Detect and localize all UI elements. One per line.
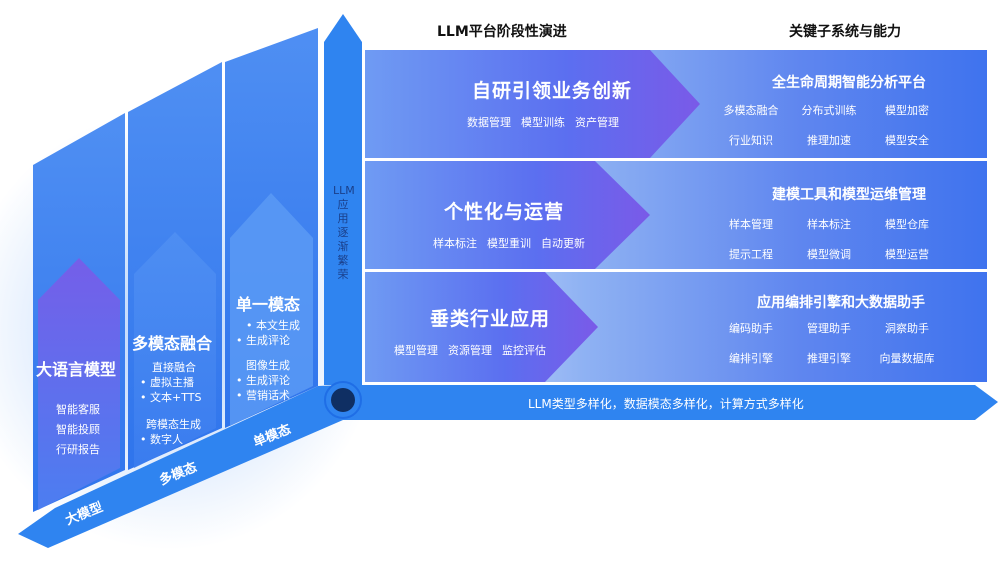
system-item: 洞察助手 [885,322,929,335]
system-title-3: 应用编排引擎和大数据助手 [757,295,925,311]
horizontal-axis-label: LLM类型多样化，数据模态多样化，计算方式多样化 [528,397,804,411]
system-item: 样本标注 [807,218,851,231]
band-subs-2: 样本标注模型重训自动更新 [433,232,595,251]
header-evolution: LLM平台阶段性演进 [437,24,567,40]
system-item: 分布式训练 [801,104,857,117]
system-item: 编排引擎 [729,352,773,365]
column-item: 智能客服 [56,403,100,416]
column-item: • 营销话术 [236,389,290,402]
system-grid-1: 多模态融合 分布式训练 模型加密 行业知识 推理加速 模型安全 [712,102,946,148]
band-sub: 模型训练 [521,116,565,129]
system-grid-3: 编码助手 管理助手 洞察助手 编排引擎 推理引擎 向量数据库 [712,320,946,366]
band-sub: 资产管理 [575,116,619,129]
system-item: 向量数据库 [879,352,935,365]
system-item: 模型加密 [885,104,929,117]
band-sub: 资源管理 [448,344,492,357]
band-subs-3: 模型管理资源管理监控评估 [394,339,556,358]
system-item: 提示工程 [729,248,773,261]
band-sub: 模型管理 [394,344,438,357]
system-item: 行业知识 [729,134,773,147]
column-title-2: 多模态融合 [132,334,213,353]
band-sub: 自动更新 [541,237,585,250]
system-item: 推理加速 [807,134,851,147]
system-item: 样本管理 [729,218,773,231]
band-title-3: 垂类行业应用 [430,308,551,330]
header-key-systems: 关键子系统与能力 [789,24,901,40]
column-item: • 文本+TTS [140,391,202,404]
column-item: 直接融合 [152,361,196,374]
system-title-2: 建模工具和模型运维管理 [772,187,926,203]
column-item: 行研报告 [56,443,100,456]
system-item: 推理引擎 [807,352,851,365]
system-item: 模型安全 [885,134,929,147]
column-item: 图像生成 [246,359,290,372]
system-item: 模型运营 [885,248,929,261]
column-title-3: 单一模态 [236,295,301,314]
system-item: 多模态融合 [723,104,779,117]
band-title-2: 个性化与运营 [444,201,565,223]
system-item: 编码助手 [729,322,773,335]
column-item: 智能投顾 [56,423,100,436]
system-item: 模型微调 [807,248,851,261]
column-list-3: • 本文生成 • 生成评论 图像生成 • 生成评论 • 营销话术 [236,318,300,403]
column-item: • 生成评论 [236,374,290,387]
band-sub: 样本标注 [433,237,477,250]
system-item: 管理助手 [807,322,851,335]
column-item: • 生成评论 [236,334,290,347]
vertical-axis-label: LLM应用逐渐繁荣 [333,184,355,281]
column-item: • 虚拟主播 [140,376,194,389]
column-item: • 数字人 [140,433,183,446]
column-list-1: 智能客服 智能投顾 行研报告 [56,400,100,460]
band-title-1: 自研引领业务创新 [472,80,633,102]
column-list-2: 直接融合 • 虚拟主播 • 文本+TTS 跨模态生成 • 数字人 [140,360,201,447]
band-subs-1: 数据管理模型训练资产管理 [467,111,629,130]
system-grid-2: 样本管理 样本标注 模型仓库 提示工程 模型微调 模型运营 [712,216,946,262]
band-sub: 数据管理 [467,116,511,129]
column-title-1: 大语言模型 [36,360,117,379]
band-sub: 模型重训 [487,237,531,250]
system-item: 模型仓库 [885,218,929,231]
system-title-1: 全生命周期智能分析平台 [772,75,926,91]
column-item: • 本文生成 [246,319,300,332]
column-item: 跨模态生成 [146,418,201,431]
band-sub: 监控评估 [502,344,546,357]
